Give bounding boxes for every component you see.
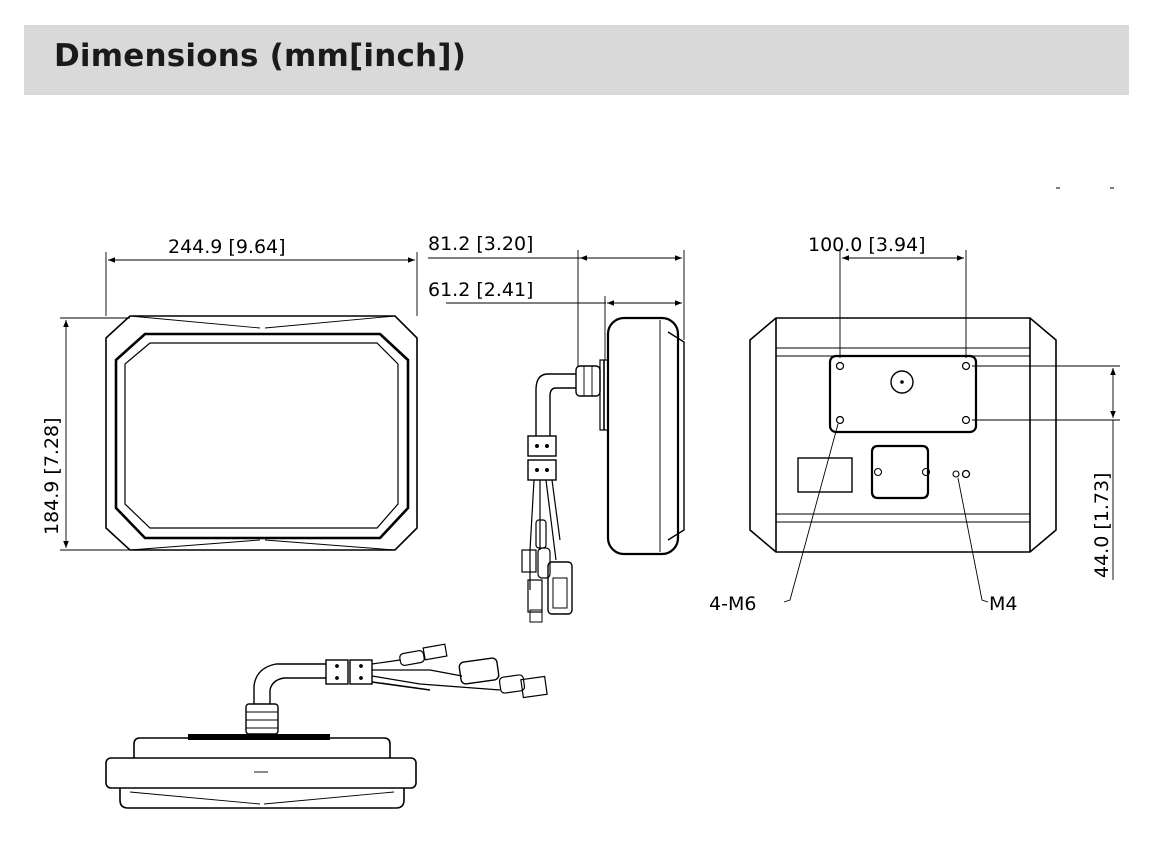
mount-holes-callout: 4-M6 [709,593,756,615]
front-width-label: 244.9 [9.64] [168,236,286,258]
back-horizontal-spacing-label: 100.0 [3.94] [808,234,926,256]
section-title: Dimensions (mm[inch]) [54,38,467,74]
back-vertical-spacing-label: 44.0 [1.73] [1091,473,1113,578]
bottom-view [105,643,548,809]
side-total-depth-label: 81.2 [3.20] [428,233,533,255]
front-view [60,252,418,551]
ground-screw-callout: M4 [989,593,1017,615]
side-view [428,250,685,623]
front-height-label: 184.9 [7.28] [41,417,63,535]
back-view [749,250,1120,603]
side-body-depth-label: 61.2 [2.41] [428,279,533,301]
section-header: Dimensions (mm[inch]) [24,25,1129,95]
